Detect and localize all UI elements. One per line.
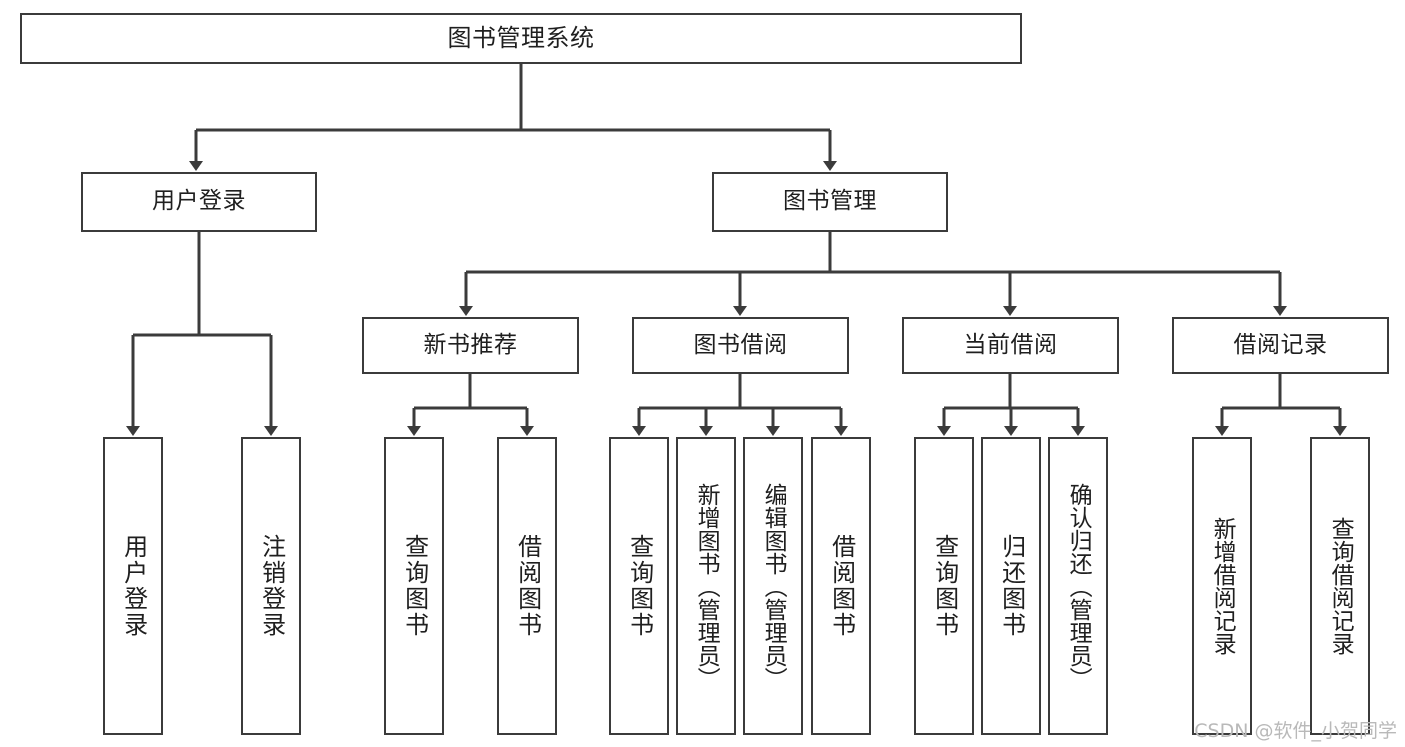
node-label: 图书管理	[783, 188, 877, 215]
node-label: 查询借阅记录	[1327, 517, 1354, 655]
node-label: 编辑图书（管理员）	[760, 482, 787, 690]
node-user-login[interactable]: 用户登录	[81, 172, 317, 232]
node-current-borrowing[interactable]: 当前借阅	[902, 317, 1119, 374]
leaf-new-book-query[interactable]: 查询图书	[384, 437, 444, 735]
node-label: 查询图书	[625, 534, 654, 638]
node-label: 借阅图书	[827, 534, 856, 638]
node-label: 注销登录	[257, 534, 286, 638]
leaf-current-borrow-confirm-admin[interactable]: 确认归还（管理员）	[1048, 437, 1108, 735]
leaf-book-borrow-edit-admin[interactable]: 编辑图书（管理员）	[743, 437, 803, 735]
node-book-management[interactable]: 图书管理	[712, 172, 948, 232]
node-label: 新增借阅记录	[1209, 517, 1236, 655]
leaf-book-borrow-query[interactable]: 查询图书	[609, 437, 669, 735]
node-label: 用户登录	[119, 534, 148, 638]
node-label: 借阅记录	[1233, 331, 1328, 358]
leaf-user-login-signout[interactable]: 注销登录	[241, 437, 301, 735]
leaf-book-borrow-add-admin[interactable]: 新增图书（管理员）	[676, 437, 736, 735]
node-new-book-recommendation[interactable]: 新书推荐	[362, 317, 579, 374]
node-label: 新增图书（管理员）	[693, 482, 720, 690]
node-borrowing-records[interactable]: 借阅记录	[1172, 317, 1389, 374]
csdn-watermark: CSDN @软件_小贺同学	[1194, 720, 1397, 742]
node-label: 查询图书	[400, 534, 429, 638]
node-label: 图书管理系统	[447, 24, 595, 53]
leaf-user-login-signin[interactable]: 用户登录	[103, 437, 163, 735]
leaf-current-borrow-query[interactable]: 查询图书	[914, 437, 974, 735]
node-label: 新书推荐	[423, 331, 518, 358]
node-label: 用户登录	[152, 188, 246, 215]
leaf-borrow-record-query[interactable]: 查询借阅记录	[1310, 437, 1370, 735]
node-label: 图书借阅	[693, 331, 788, 358]
node-book-borrowing[interactable]: 图书借阅	[632, 317, 849, 374]
leaf-borrow-record-add[interactable]: 新增借阅记录	[1192, 437, 1252, 735]
node-label: 借阅图书	[513, 534, 542, 638]
leaf-new-book-borrow[interactable]: 借阅图书	[497, 437, 557, 735]
node-label: 归还图书	[997, 534, 1026, 638]
node-label: 确认归还（管理员）	[1065, 482, 1092, 690]
leaf-current-borrow-return[interactable]: 归还图书	[981, 437, 1041, 735]
leaf-book-borrow-borrow[interactable]: 借阅图书	[811, 437, 871, 735]
node-label: 当前借阅	[963, 331, 1058, 358]
node-label: 查询图书	[930, 534, 959, 638]
node-root-book-management-system[interactable]: 图书管理系统	[20, 13, 1022, 64]
